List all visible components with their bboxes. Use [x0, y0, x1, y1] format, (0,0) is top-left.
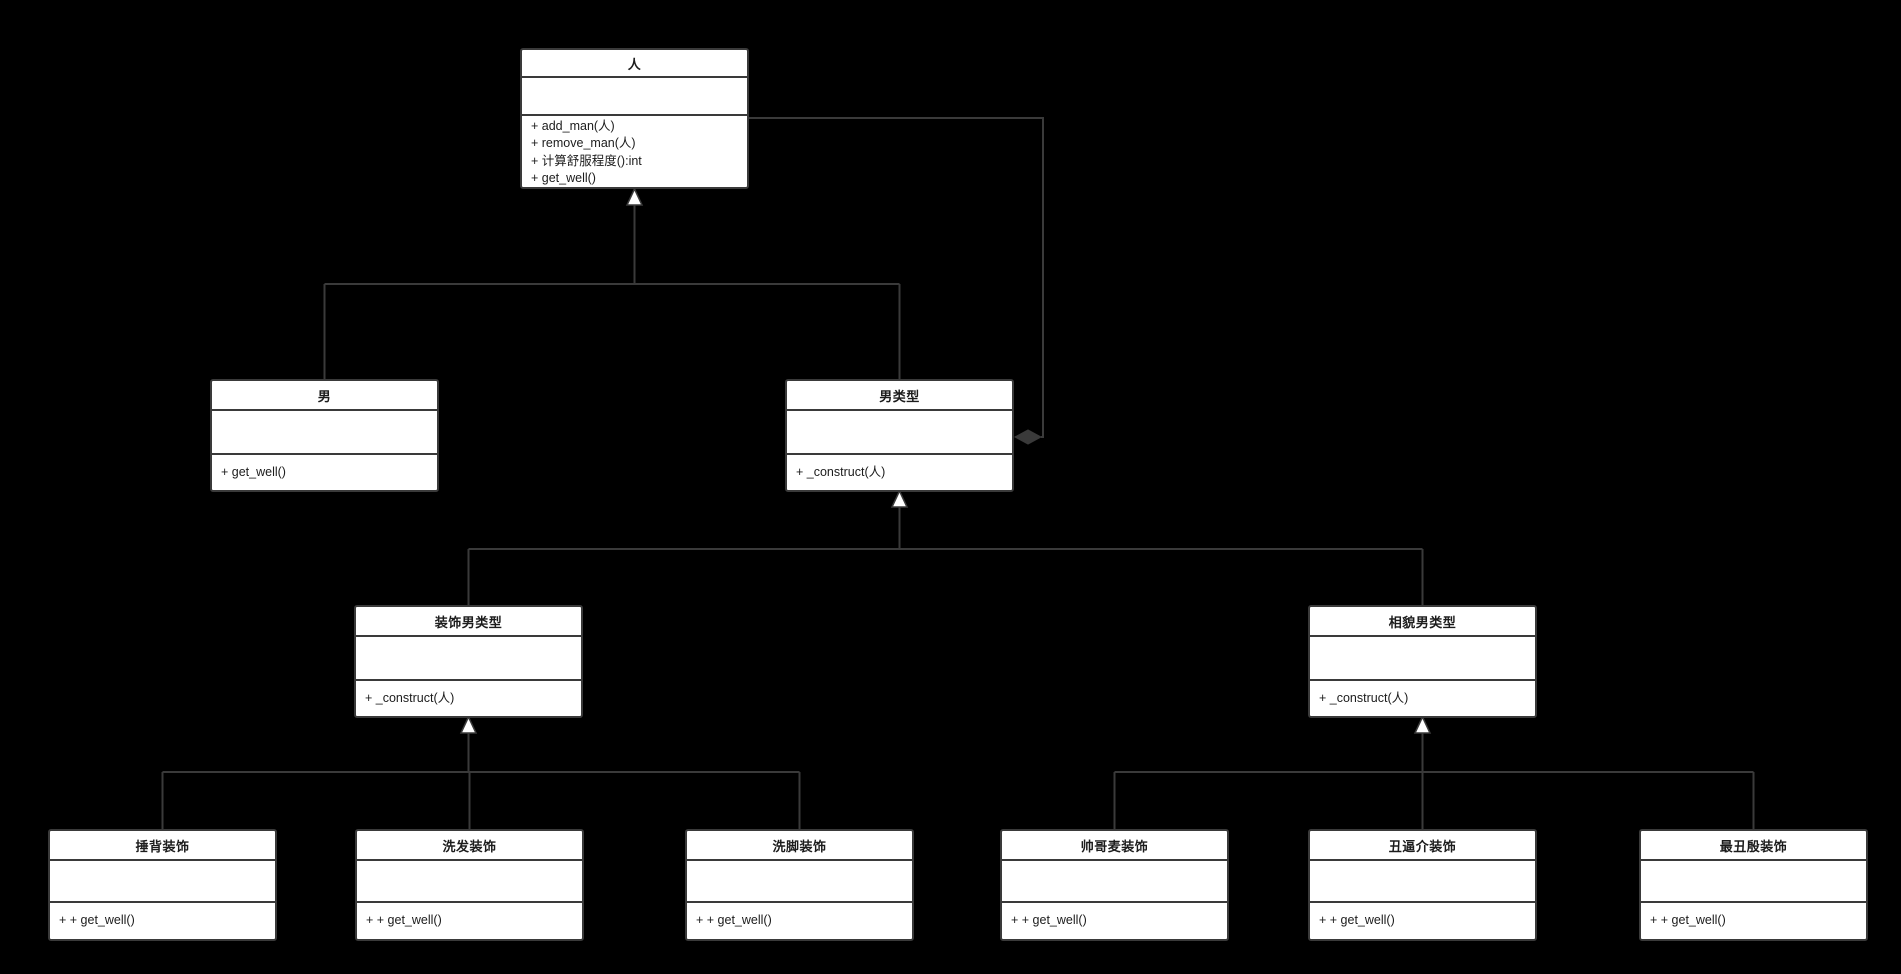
- method-line: + _construct(人): [796, 464, 886, 479]
- class-title: 男: [317, 388, 332, 404]
- class-title: 最丑殷装饰: [1719, 838, 1788, 854]
- class-box-choubijie-zhuangshi[interactable]: 丑逼介装饰 + + get_well(): [1308, 829, 1537, 941]
- class-box-chuibei-zhuangshi[interactable]: 捶背装饰 + + get_well(): [48, 829, 277, 941]
- class-methods: + _construct(人): [356, 679, 581, 716]
- class-methods: + + get_well(): [1641, 901, 1866, 939]
- class-attributes: [1310, 859, 1535, 901]
- class-attributes: [1002, 859, 1227, 901]
- class-box-zuichouyin-zhuangshi[interactable]: 最丑殷装饰 + + get_well(): [1639, 829, 1868, 941]
- method-line: + + get_well(): [696, 913, 772, 928]
- method-line: + get_well(): [531, 170, 596, 185]
- class-attributes: [522, 76, 747, 114]
- generalization-arrowhead-nanleixing: [890, 489, 909, 508]
- class-methods: + + get_well(): [1002, 901, 1227, 939]
- method-line: + + get_well(): [59, 913, 135, 928]
- class-box-xijiao-zhuangshi[interactable]: 洗脚装饰 + + get_well(): [685, 829, 914, 941]
- class-methods: + + get_well(): [357, 901, 582, 939]
- class-attributes: [212, 409, 437, 453]
- generalization-edge-to-xiangmao: [1113, 733, 1755, 829]
- class-title: 男类型: [879, 388, 920, 404]
- class-box-zhuangshi-nan-leixing[interactable]: 装饰男类型 + _construct(人): [354, 605, 583, 718]
- generalization-edge-to-nanleixing: [467, 507, 1424, 605]
- class-title: 捶背装饰: [135, 838, 190, 854]
- method-line: + remove_man(人): [531, 136, 636, 151]
- class-methods: + _construct(人): [787, 453, 1012, 490]
- method-line: + _construct(人): [1319, 690, 1409, 705]
- class-title: 洗脚装饰: [772, 838, 827, 854]
- generalization-arrowhead-ren: [625, 187, 644, 206]
- method-line: + get_well(): [221, 464, 286, 479]
- class-attributes: [356, 635, 581, 679]
- class-attributes: [1641, 859, 1866, 901]
- class-methods: + get_well(): [212, 453, 437, 490]
- generalization-arrowhead-zhuangshi: [459, 715, 478, 734]
- generalization-edge-to-ren: [323, 205, 901, 379]
- class-methods: + add_man(人) + remove_man(人) + 计算舒服程度():…: [522, 114, 747, 187]
- class-methods: + + get_well(): [50, 901, 275, 939]
- class-attributes: [687, 859, 912, 901]
- class-attributes: [357, 859, 582, 901]
- class-attributes: [50, 859, 275, 901]
- class-title: 装饰男类型: [434, 614, 503, 630]
- method-line: + _construct(人): [365, 690, 455, 705]
- class-title: 帅哥麦装饰: [1080, 838, 1149, 854]
- composition-diamond: [1013, 429, 1043, 445]
- class-box-nan-leixing[interactable]: 男类型 + _construct(人): [785, 379, 1014, 492]
- method-line: + + get_well(): [1319, 913, 1395, 928]
- class-attributes: [787, 409, 1012, 453]
- method-line: + 计算舒服程度():int: [531, 153, 642, 168]
- generalization-arrowhead-xiangmao: [1413, 715, 1432, 734]
- class-attributes: [1310, 635, 1535, 679]
- class-methods: + + get_well(): [687, 901, 912, 939]
- class-title: 洗发装饰: [442, 838, 497, 854]
- class-methods: + + get_well(): [1310, 901, 1535, 939]
- class-box-xifa-zhuangshi[interactable]: 洗发装饰 + + get_well(): [355, 829, 584, 941]
- class-box-shuaigemai-zhuangshi[interactable]: 帅哥麦装饰 + + get_well(): [1000, 829, 1229, 941]
- generalization-edge-to-zhuangshi: [161, 733, 801, 829]
- class-title: 相貌男类型: [1388, 614, 1457, 630]
- method-line: + add_man(人): [531, 119, 615, 134]
- method-line: + + get_well(): [1650, 913, 1726, 928]
- class-box-xiangmao-nan-leixing[interactable]: 相貌男类型 + _construct(人): [1308, 605, 1537, 718]
- class-box-nan[interactable]: 男 + get_well(): [210, 379, 439, 492]
- method-line: + + get_well(): [1011, 913, 1087, 928]
- class-title: 丑逼介装饰: [1388, 838, 1457, 854]
- class-title: 人: [627, 56, 642, 72]
- class-methods: + _construct(人): [1310, 679, 1535, 716]
- class-box-ren[interactable]: 人 + add_man(人) + remove_man(人) + 计算舒服程度(…: [520, 48, 749, 189]
- method-line: + + get_well(): [366, 913, 442, 928]
